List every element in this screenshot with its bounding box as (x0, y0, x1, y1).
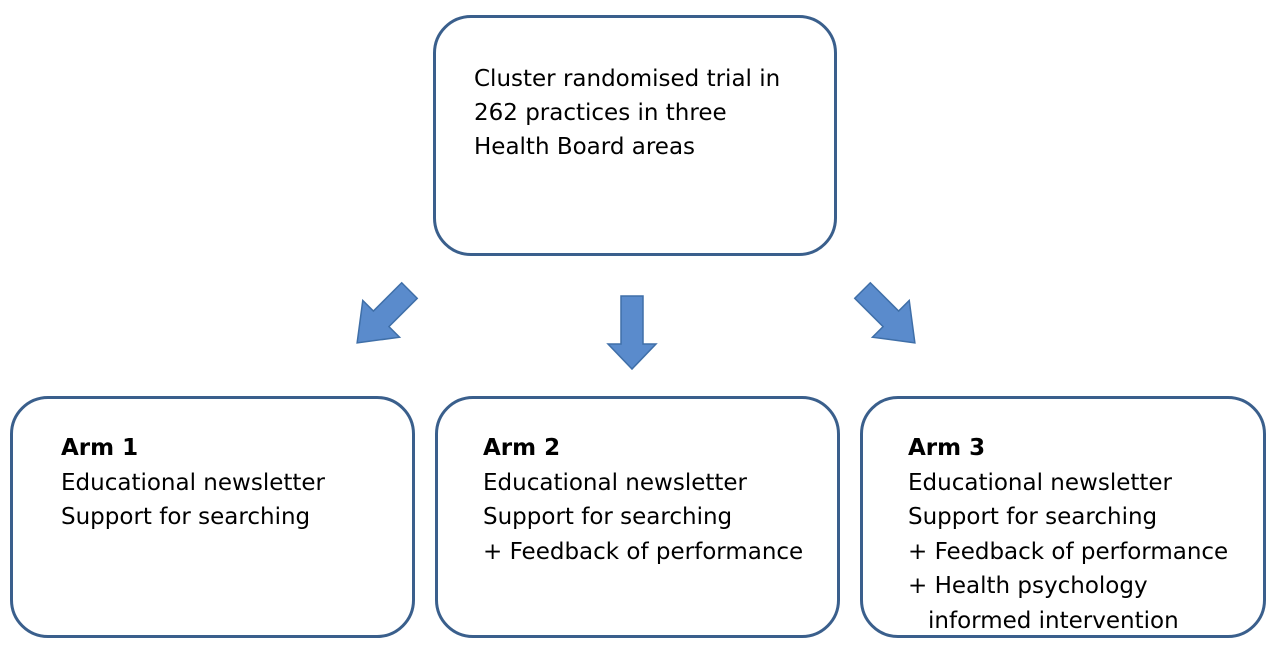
trial-line-2: 262 practices in three (474, 100, 727, 126)
arm-3-content: Arm 3 Educational newsletter Support for… (908, 431, 1228, 638)
trial-line-1: Cluster randomised trial in (474, 66, 781, 92)
arm-3-box: Arm 3 Educational newsletter Support for… (860, 396, 1266, 638)
arm-1-title: Arm 1 (61, 435, 139, 461)
arm-2-box: Arm 2 Educational newsletter Support for… (435, 396, 840, 638)
arm-1-line-2: Support for searching (61, 504, 311, 530)
arm-2-line-3: + Feedback of performance (483, 538, 804, 565)
arm-3-line-4: + Health psychology (908, 573, 1148, 599)
arm-3-line-1: Educational newsletter (908, 469, 1173, 496)
arm-2-line-2: Support for searching (483, 504, 733, 530)
arm-1-content: Arm 1 Educational newsletter Support for… (61, 431, 325, 535)
trial-box: Cluster randomised trial in 262 practice… (433, 15, 837, 256)
arrow-left-icon (356, 281, 419, 344)
arm-3-line-3: + Feedback of performance (908, 538, 1229, 565)
arm-2-line-1: Educational newsletter (483, 469, 748, 496)
trial-box-text: Cluster randomised trial in 262 practice… (474, 62, 780, 164)
arm-2-content: Arm 2 Educational newsletter Support for… (483, 431, 803, 569)
arm-3-line-5: informed intervention (928, 607, 1179, 634)
arrow-down-icon (606, 295, 658, 371)
arrow-right-icon (853, 281, 916, 344)
arm-1-box: Arm 1 Educational newsletter Support for… (10, 396, 415, 638)
arm-2-title: Arm 2 (483, 435, 561, 461)
arm-3-line-2: Support for searching (908, 504, 1158, 530)
arm-3-title: Arm 3 (908, 435, 986, 461)
trial-line-3: Health Board areas (474, 134, 696, 160)
arm-1-line-1: Educational newsletter (61, 469, 326, 496)
